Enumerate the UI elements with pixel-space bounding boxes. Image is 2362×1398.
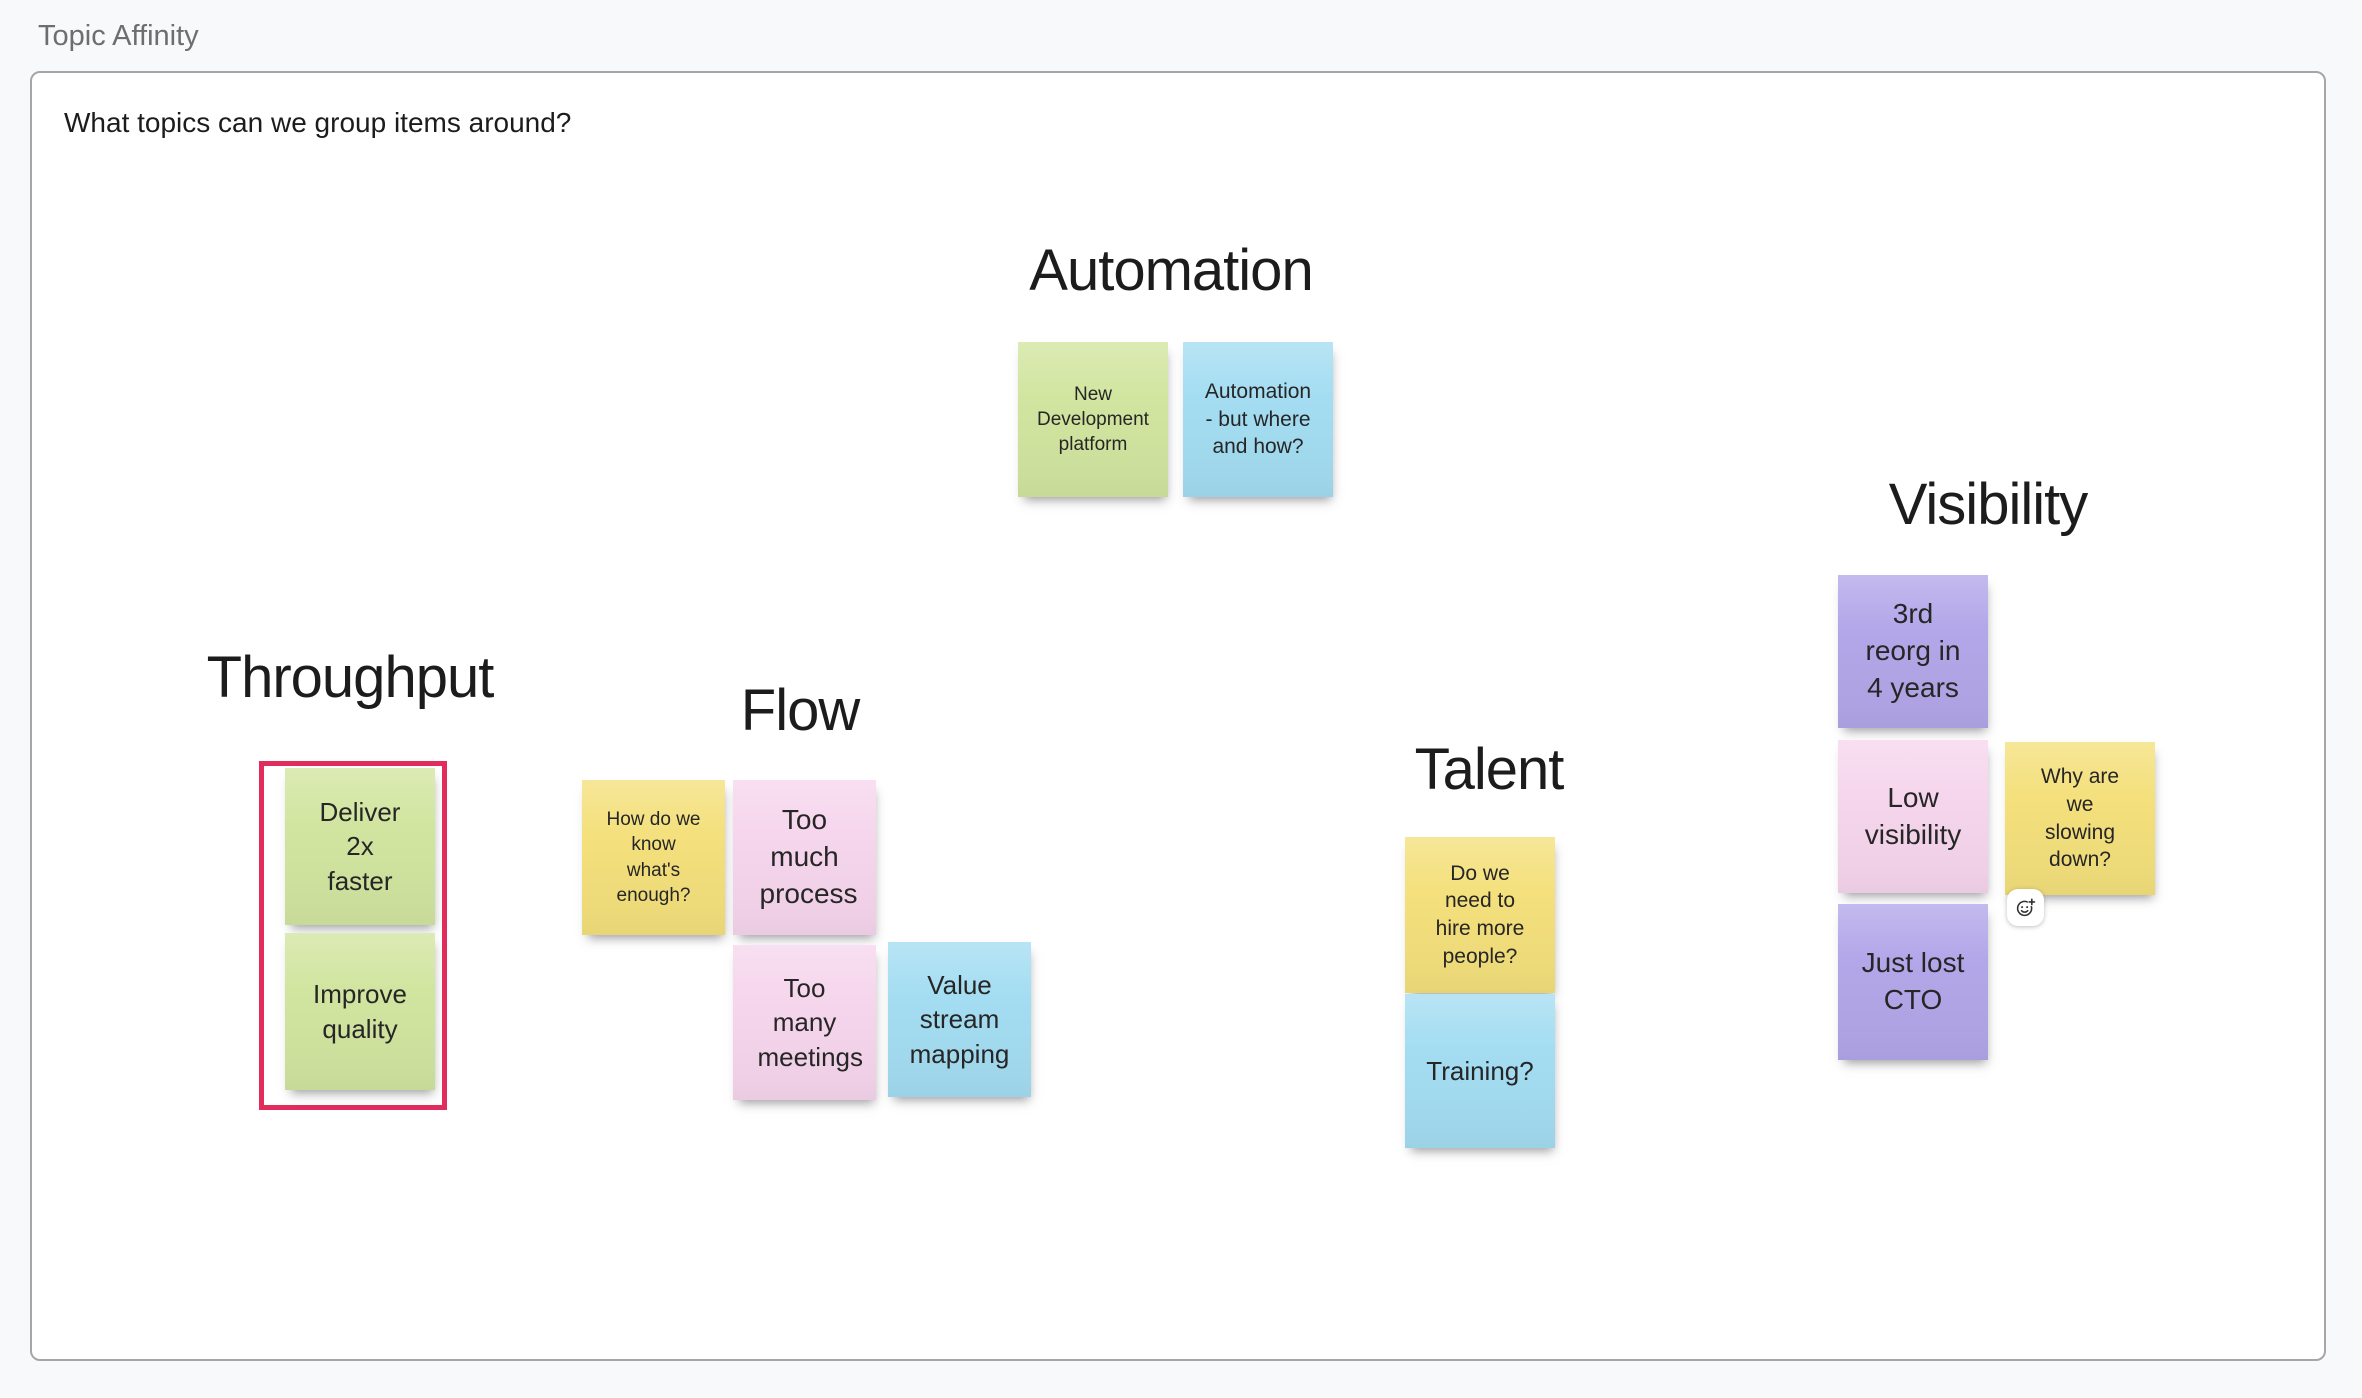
sticky-note-improve-quality[interactable]: Improve quality — [285, 933, 435, 1090]
sticky-note-just-lost-cto[interactable]: Just lost CTO — [1838, 904, 1988, 1060]
sticky-note-how-know-enough[interactable]: How do we know what's enough? — [582, 780, 725, 935]
sticky-note-low-visibility[interactable]: Low visibility — [1838, 740, 1988, 893]
note-text: Why are we slowing down? — [2040, 765, 2120, 872]
note-text: Deliver 2x faster — [319, 797, 401, 896]
sticky-note-why-slowing[interactable]: Why are we slowing down? — [2005, 742, 2155, 895]
sticky-note-hire-more[interactable]: Do we need to hire more people? — [1405, 837, 1555, 993]
note-text: Too many meetings — [757, 973, 864, 1072]
note-text: New Development platform — [1037, 383, 1149, 456]
group-heading-visibility[interactable]: Visibility — [1888, 472, 2088, 537]
group-heading-flow[interactable]: Flow — [740, 678, 860, 743]
sticky-note-value-stream[interactable]: Value stream mapping — [888, 942, 1031, 1097]
note-text: Automation - but where and how? — [1204, 379, 1312, 459]
page-title: Topic Affinity — [38, 20, 199, 52]
note-text: Low visibility — [1864, 781, 1962, 850]
note-text: Improve quality — [313, 979, 407, 1044]
sticky-note-too-much-process[interactable]: Too much process — [733, 780, 876, 935]
note-text: How do we know what's enough? — [606, 809, 701, 906]
note-text: 3rd reorg in 4 years — [1865, 598, 1961, 703]
note-text: Just lost CTO — [1861, 947, 1965, 1015]
board-prompt: What topics can we group items around? — [64, 107, 572, 138]
sticky-note-deliver-2x[interactable]: Deliver 2x faster — [285, 768, 435, 925]
selection-rectangle — [259, 761, 447, 1110]
add-reaction-button[interactable] — [2007, 889, 2044, 926]
sticky-note-too-many-meetings[interactable]: Too many meetings — [733, 945, 876, 1100]
sticky-note-automation-where-how[interactable]: Automation - but where and how? — [1183, 342, 1333, 497]
smiley-plus-icon — [2016, 898, 2036, 917]
note-text: Too much process — [759, 804, 858, 909]
group-heading-throughput[interactable]: Throughput — [206, 645, 495, 710]
sticky-note-third-reorg[interactable]: 3rd reorg in 4 years — [1838, 575, 1988, 728]
note-text: Training? — [1426, 1055, 1534, 1086]
sticky-note-new-dev-platform[interactable]: New Development platform — [1018, 342, 1168, 497]
note-text: Do we need to hire more people? — [1435, 861, 1525, 968]
group-heading-talent[interactable]: Talent — [1414, 737, 1565, 802]
group-heading-automation[interactable]: Automation — [1029, 238, 1313, 303]
note-text: Value stream mapping — [909, 970, 1010, 1069]
sticky-note-training[interactable]: Training? — [1405, 994, 1555, 1148]
